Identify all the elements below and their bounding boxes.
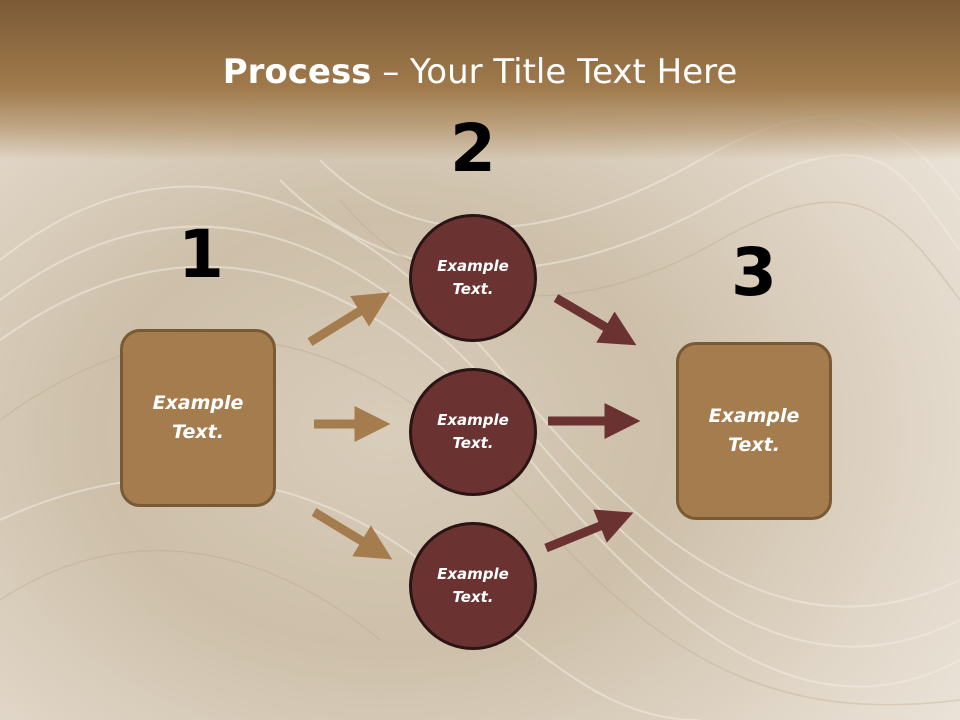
circle-top-label: Example Text.: [437, 257, 509, 298]
step-number-1: 1: [178, 216, 224, 293]
header-band: [0, 0, 960, 160]
page-title: Process – Your Title Text Here: [0, 52, 960, 92]
circle-bottom-label: Example Text.: [437, 565, 509, 606]
circle-bottom: Example Text.: [409, 522, 537, 650]
circle-middle: Example Text.: [409, 368, 537, 496]
step-1-box: Example Text.: [120, 329, 276, 507]
circle-top: Example Text.: [409, 214, 537, 342]
step-number-3: 3: [731, 234, 777, 311]
arrow-1-to-bottom: [311, 508, 393, 560]
arrow-bottom-to-3: [544, 509, 634, 553]
step-number-2: 2: [450, 110, 496, 187]
arrow-1-to-top: [307, 292, 391, 346]
title-bold: Process: [222, 52, 372, 92]
circle-middle-label: Example Text.: [437, 411, 509, 452]
step-3-box: Example Text.: [676, 342, 832, 520]
title-rest: – Your Title Text Here: [371, 52, 738, 92]
step-1-label: Example Text.: [152, 392, 244, 443]
arrow-top-to-3: [553, 294, 637, 346]
step-3-label: Example Text.: [708, 405, 800, 456]
